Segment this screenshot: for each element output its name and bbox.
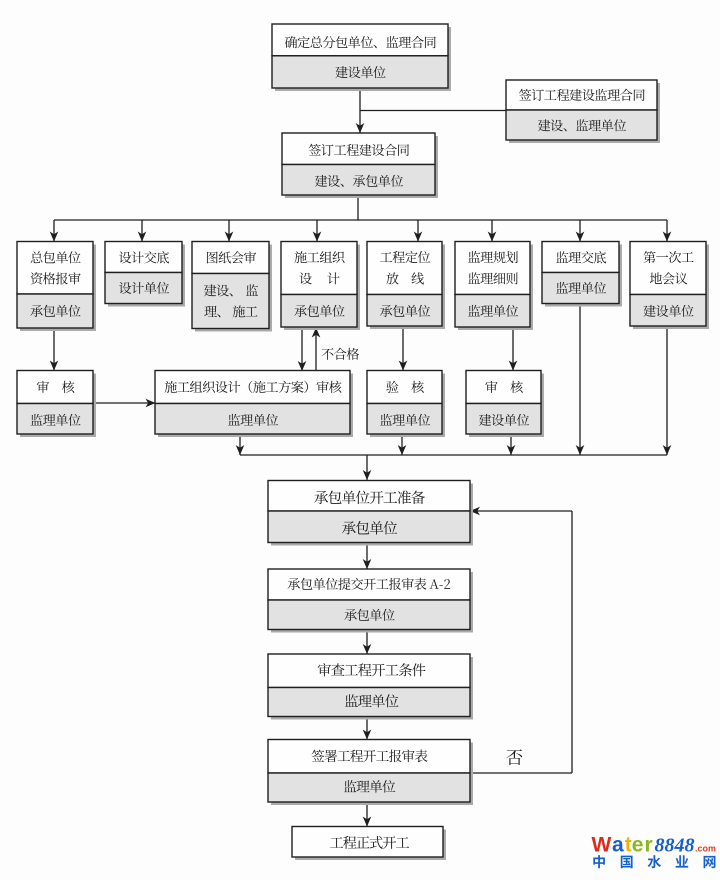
- svg-text:W: W: [592, 834, 612, 857]
- svg-text:e: e: [632, 834, 644, 857]
- svg-text:r: r: [645, 834, 653, 857]
- svg-text:.com: .com: [695, 844, 716, 854]
- svg-text:t: t: [625, 834, 632, 857]
- svg-text:8848: 8848: [655, 835, 695, 857]
- svg-text:a: a: [612, 834, 624, 857]
